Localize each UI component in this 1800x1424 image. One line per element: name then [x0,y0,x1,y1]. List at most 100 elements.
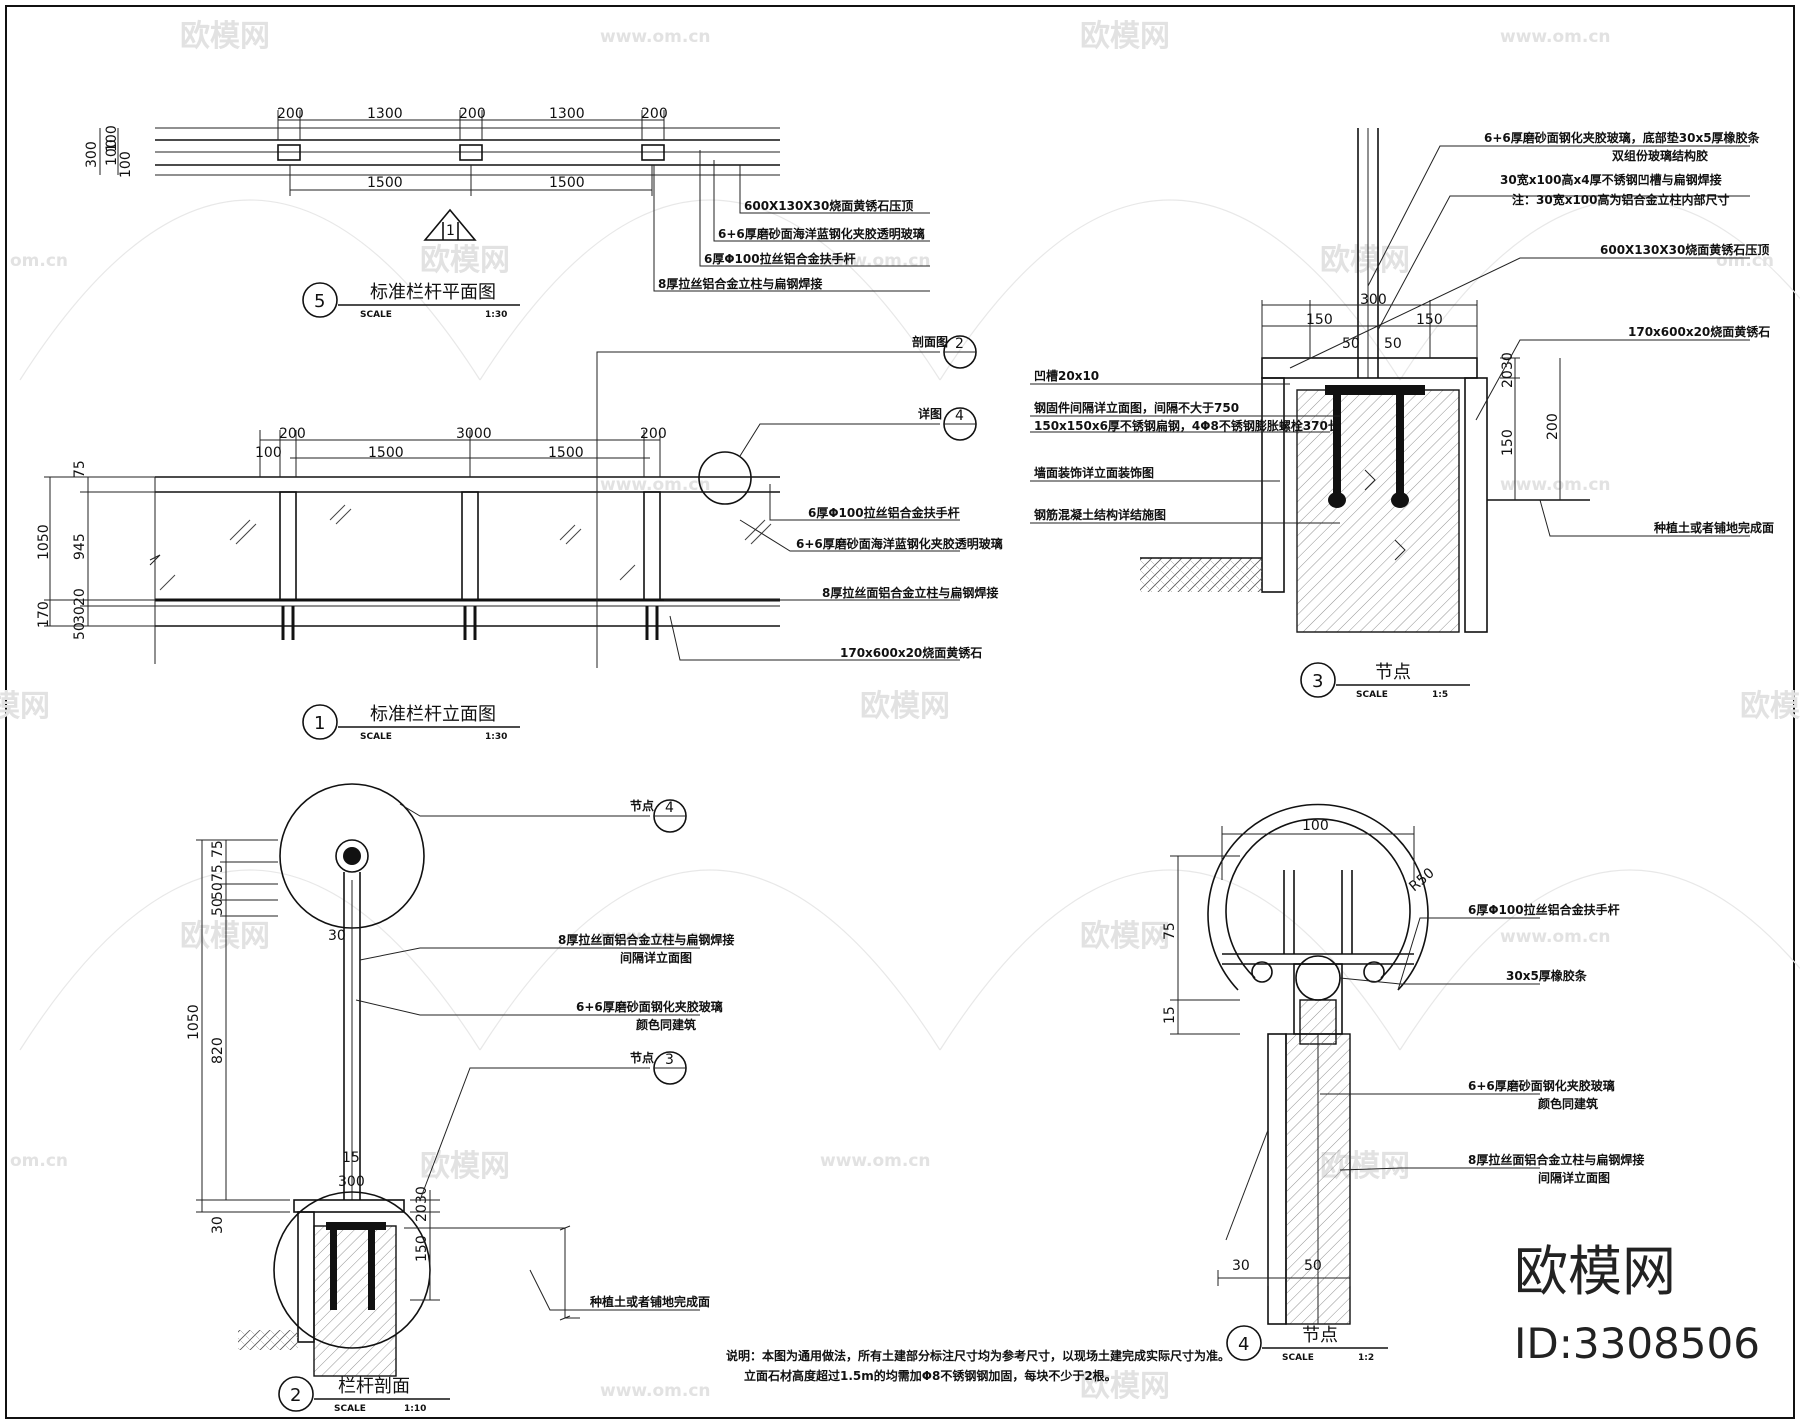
elevation-dim: 170 [36,601,52,628]
detail3-note-left: 凹槽20x10 [1034,368,1099,383]
watermark-logo: 欧模网 [0,689,50,724]
general-notes: 说明：本图为通用做法，所有土建部分标注尺寸均为参考尺寸，以现场土建完成实际尺寸为… [726,1348,1230,1383]
watermark-logo: 欧模网 [1080,919,1170,954]
elevation-num: 1 [314,713,325,734]
detail3-note: 种植土或者铺地完成面 [1653,520,1774,535]
detail3-dim: 150 [1306,312,1333,328]
detail4-num: 4 [1238,1334,1249,1355]
plan-dim: 1500 [367,175,403,191]
detail4-note: 颜色同建筑 [1538,1096,1598,1111]
watermark-logo: 欧模网 [860,689,950,724]
section2-note: 间隔详立面图 [620,950,692,965]
watermark-logo: 欧模网 [420,243,510,278]
section2-note: 种植土或者铺地完成面 [589,1294,710,1309]
plan-note: 8厚拉丝铝合金立柱与扁钢焊接 [658,276,822,291]
section2-dim: 1050 [186,1004,202,1040]
plan-dim: 200 [459,106,486,122]
plan-note: 600X130X30烧面黄锈石压顶 [744,198,913,213]
watermark-url: om.cn [1716,251,1774,271]
detail4-note: 间隔详立面图 [1538,1170,1610,1185]
section-callout-label: 剖面图 [912,334,948,349]
watermark-url: om.cn [10,251,68,271]
watermark-logo: 欧模网 [1320,243,1410,278]
elevation-dim: 1050 [36,524,52,560]
watermark-logo: 欧模网 [1740,689,1800,724]
elevation-dim: 100 [255,445,282,461]
section2-dim: 50 [210,898,226,916]
plan-dim: 100 [104,125,120,152]
section2-title: 栏杆剖面 [338,1376,410,1397]
plan-dim: 1300 [549,106,585,122]
elevation-dim: 1500 [368,445,404,461]
elevation-dim: 20 [72,588,88,606]
section2-callout-top-label: 节点 [630,798,654,813]
detail4-dim: 50 [1304,1258,1322,1274]
watermark-arcs [19,199,1800,1051]
section2-dim: 300 [338,1174,365,1190]
detail4-scale: 1:2 [1358,1353,1374,1363]
detail4-dim: 75 [1162,922,1178,940]
section2-view: 75 75 50 50 1050 820 30 30 15 300 20 30 … [186,783,734,1414]
detail3-num: 3 [1312,671,1323,692]
plan-dim: 200 [277,106,304,122]
detail-callout-num: 4 [955,408,964,424]
elevation-scale-word: SCALE [360,732,392,742]
detail4-note: 6厚Φ100拉丝铝合金扶手杆 [1468,902,1620,917]
plan-dim: 100 [104,139,120,166]
detail3-note: 170x600x20烧面黄锈石 [1628,324,1770,339]
elevation-dim: 945 [72,533,88,560]
detail4-dim: 30 [1232,1258,1250,1274]
north-mark: 1 [423,208,477,241]
watermark-url: www.om.cn [1500,475,1611,495]
section2-note: 8厚拉丝面铝合金立柱与扁钢焊接 [558,932,734,947]
section2-dim: 75 [210,840,226,858]
section2-scale: 1:10 [404,1404,426,1414]
detail4-dim: 15 [1162,1006,1178,1024]
detail3-scale: 1:5 [1432,690,1448,700]
watermark-url: www.om.cn [600,1381,711,1401]
detail3-note: 注：30宽x100高为铝合金立柱内部尺寸 [1512,192,1730,207]
section2-callout-top-num: 4 [665,800,674,816]
plan-note: 6+6厚磨砂面海洋蓝钢化夹胶透明玻璃 [718,226,925,241]
section2-dim: 75 [210,864,226,882]
elevation-view: 100 200 1500 3000 1500 200 75 1050 945 1… [36,334,1003,742]
detail3-dim: 50 [1342,336,1360,352]
sheet-frame [5,5,1795,1419]
elevation-dim: 50 [72,622,88,640]
detail4-dim: R50 [1406,865,1437,895]
detail3-dim: 20 [1500,370,1516,388]
detail4-note: 30x5厚橡胶条 [1506,968,1588,983]
section2-dim: 50 [210,882,226,900]
detail3-note: 30宽x100高x4厚不锈钢凹槽与扁钢焊接 [1500,172,1722,187]
elevation-dim: 1500 [548,445,584,461]
elevation-dim: 30 [72,606,88,624]
section2-dim: 30 [328,928,346,944]
detail3-view: 150 300 150 50 50 20 30 150 200 6+6厚磨砂面钢… [1030,128,1774,700]
detail4-view: 100 R50 75 15 30 50 6厚Φ100拉丝铝合金扶手杆 30x5厚… [1162,803,1644,1363]
section2-dim: 15 [342,1150,360,1166]
section2-scale-word: SCALE [334,1404,366,1414]
detail3-scale-word: SCALE [1356,690,1388,700]
plan-scale-word: SCALE [360,310,392,320]
detail3-dim: 50 [1384,336,1402,352]
plan-dim: 100 [118,151,134,178]
plan-view: 200 1300 200 1300 200 1500 1500 300 100 … [84,106,930,320]
detail4-note: 8厚拉丝面铝合金立柱与扁钢焊接 [1468,1152,1644,1167]
brand-name: 欧模网 [1514,1240,1676,1303]
section2-dim: 30 [210,1216,226,1234]
detail-callout-label: 详图 [918,406,942,421]
detail3-dim: 150 [1416,312,1443,328]
detail4-title: 节点 [1302,1325,1338,1346]
watermark-url: www.om.cn [600,27,711,47]
detail3-note-left: 钢筋混凝土结构详结施图 [1034,507,1166,522]
detail4-dim: 100 [1302,818,1329,834]
detail3-dim: 200 [1545,413,1561,440]
elevation-note: 6厚Φ100拉丝铝合金扶手杆 [808,505,960,520]
watermark-url: www.om.cn [820,1151,931,1171]
watermarks: 欧模网 www.om.cn 欧模网 www.om.cn om.cn 欧模网 ww… [0,19,1800,1404]
watermark-url: www.om.cn [1500,927,1611,947]
section2-dim: 820 [210,1037,226,1064]
plan-scale: 1:30 [485,310,507,320]
watermark-logo: 欧模网 [1080,1369,1170,1404]
